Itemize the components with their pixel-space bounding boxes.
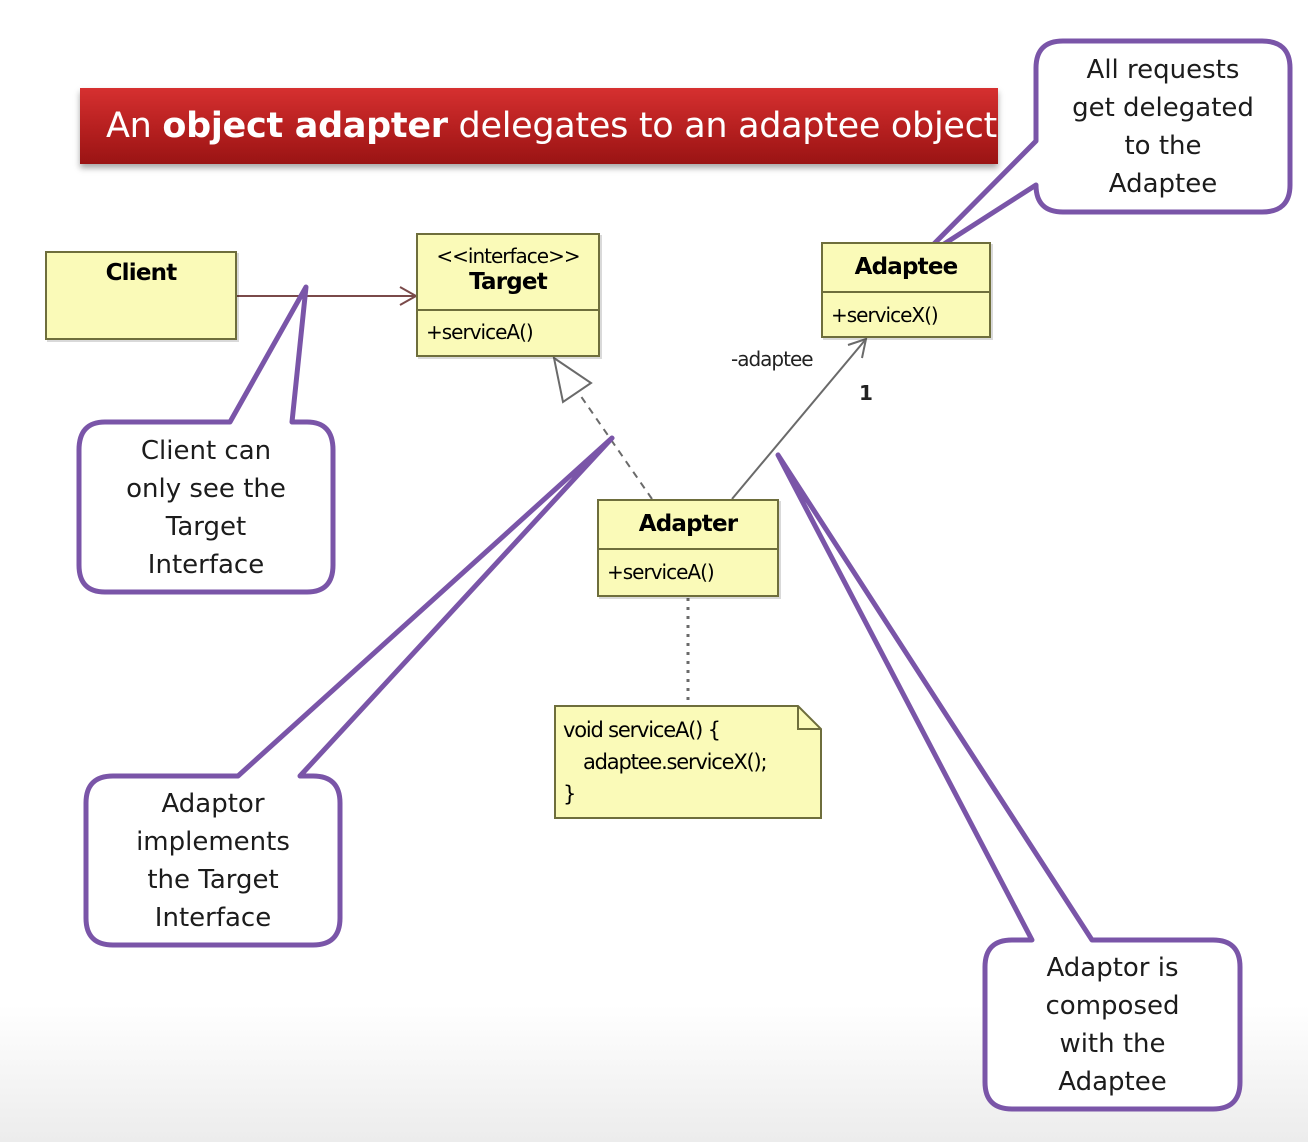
callout-implements-line-2: implements xyxy=(136,827,290,857)
callout-delegation-text: All requests get delegated to the Adapte… xyxy=(1040,50,1286,204)
code-note: void serviceA() { adaptee.serviceX(); } xyxy=(555,706,821,818)
callout-client-view-line-3: Target xyxy=(165,512,247,542)
target-class-name: Target xyxy=(469,269,548,295)
adapter-adaptee-association xyxy=(731,338,867,500)
callout-client-view-line-1: Client can xyxy=(140,436,272,466)
callout-composition-line-3: with the xyxy=(1059,1029,1166,1059)
callout-composition xyxy=(775,452,1243,1112)
note-line-1: void serviceA() { xyxy=(563,718,721,742)
realization-arrowhead xyxy=(552,355,593,404)
adapter-operation: +serviceA() xyxy=(607,560,715,584)
callout-implements-line-4: Interface xyxy=(154,903,272,933)
callout-delegation xyxy=(913,38,1293,265)
note-box xyxy=(554,705,822,819)
callout-implements-text: Adaptor implements the Target Interface xyxy=(89,785,337,937)
association-multiplicity-label: 1 xyxy=(859,381,873,405)
adaptee-class: Adaptee +serviceX() xyxy=(821,242,991,338)
target-name-compartment: <<interface>> Target xyxy=(418,235,598,311)
title-banner: An object adapter delegates to an adapte… xyxy=(80,88,998,164)
title-suffix: delegates to an adaptee object xyxy=(447,106,998,146)
target-stereotype: <<interface>> xyxy=(436,244,580,268)
target-interface: <<interface>> Target +serviceA() xyxy=(416,233,600,357)
callout-client-view-line-2: only see the xyxy=(126,474,286,504)
callout-composition-line-1: Adaptor is xyxy=(1046,953,1179,983)
note-line-2: adaptee.serviceX(); xyxy=(583,750,768,774)
callout-client-view xyxy=(76,284,336,595)
client-class-name: Client xyxy=(105,260,178,286)
adapter-adaptee-arrowhead xyxy=(847,337,868,359)
callout-delegation-line-4: Adaptee xyxy=(1108,169,1218,199)
title-emphasis: object adapter xyxy=(162,106,448,146)
callout-implements-line-1: Adaptor xyxy=(161,789,265,819)
callout-delegation-line-2: get delegated xyxy=(1072,93,1254,123)
callout-delegation-line-3: to the xyxy=(1124,131,1202,161)
adaptee-class-name: Adaptee xyxy=(823,244,989,293)
adapter-class: Adapter +serviceA() xyxy=(597,499,779,597)
title-prefix: An xyxy=(106,106,163,146)
callout-client-view-line-4: Interface xyxy=(147,550,265,580)
note-fold xyxy=(797,706,821,730)
adapter-class-name: Adapter xyxy=(599,501,777,550)
client-class: Client xyxy=(45,251,237,340)
adaptee-operation: +serviceX() xyxy=(831,303,939,327)
note-line-3: } xyxy=(563,782,576,806)
callout-implements-line-3: the Target xyxy=(147,865,279,895)
realization-line xyxy=(577,391,653,500)
callout-composition-line-2: composed xyxy=(1045,991,1180,1021)
callout-composition-line-4: Adaptee xyxy=(1058,1067,1167,1097)
callout-client-view-text: Client can only see the Target Interface xyxy=(82,432,330,584)
callout-composition-text: Adaptor is composed with the Adaptee xyxy=(988,949,1237,1101)
target-operation: +serviceA() xyxy=(426,320,534,344)
association-role-label: -adaptee xyxy=(731,347,814,371)
callout-implements xyxy=(83,435,615,948)
callout-delegation-line-1: All requests xyxy=(1086,55,1240,85)
